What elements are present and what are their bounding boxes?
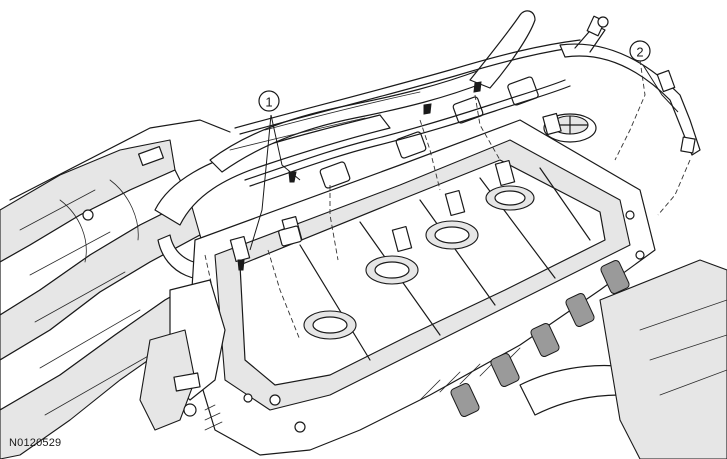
figure-id-label: N0120529 [9,437,62,449]
callout-2: 2 [629,40,651,62]
callout-1-label: 1 [265,95,272,110]
coolant-hoses [154,10,586,281]
engine-block-lower-left [139,279,253,431]
callout-1: 1 [258,90,280,112]
fuel-injectors [229,76,571,271]
fuel-rail [559,15,701,156]
callout-2-label: 2 [636,45,643,60]
callout-leaders [249,64,679,251]
valve-cover [189,119,656,456]
lower-pipe [519,259,727,459]
intake-manifold [0,119,231,459]
